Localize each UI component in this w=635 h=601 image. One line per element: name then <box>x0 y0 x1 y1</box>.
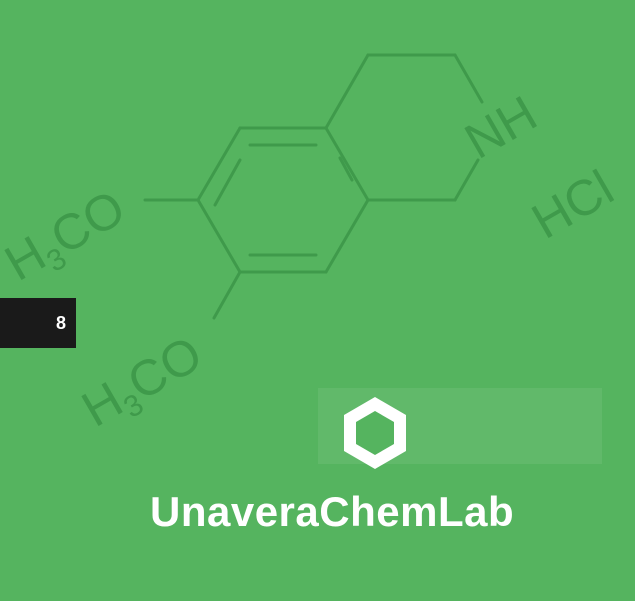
page-number: 8 <box>55 312 66 333</box>
page-number-badge: 8 <box>0 298 76 348</box>
methoxy-bond-bottom <box>212 270 242 320</box>
methoxy-label-top: H3CO <box>0 179 137 297</box>
amine-label: NH <box>456 85 547 170</box>
salt-label: HCl <box>523 159 623 249</box>
brand-name: UnaveraChemLab <box>150 488 515 535</box>
methoxy-label-bottom: H3CO <box>73 325 215 443</box>
hexagon-logo-icon <box>344 397 406 469</box>
piperidine-ring <box>324 53 484 202</box>
benzene-ring <box>196 126 370 274</box>
